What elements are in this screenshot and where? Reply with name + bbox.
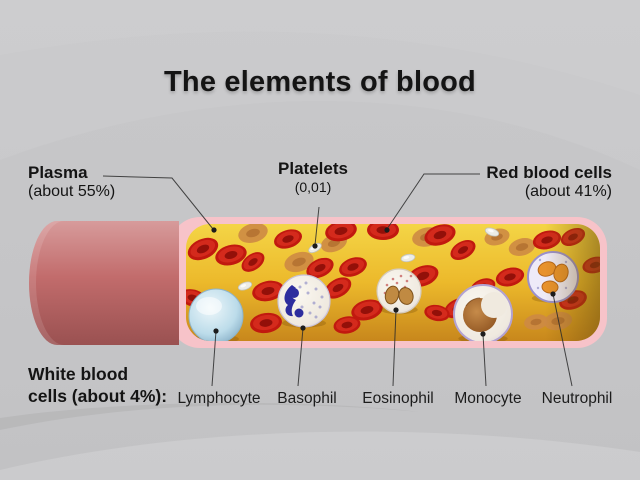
red-blood-cell (333, 316, 361, 334)
plasma-label-name: Plasma (28, 163, 88, 182)
red-blood-cell (450, 239, 476, 261)
platelets-leader-line (314, 206, 320, 246)
background-red-cell (524, 314, 548, 330)
leader-lines (102, 173, 573, 387)
red-blood-cells-label: Red blood cells (about 41%) (486, 163, 612, 202)
red-blood-cells-label-amount: (about 41%) (524, 183, 612, 201)
eosinophil-leader-line (392, 309, 397, 387)
neutrophil-leader-line (552, 293, 573, 387)
basophil-label: Basophil (277, 390, 337, 407)
red-blood-cell (215, 244, 247, 266)
red-blood-cell (252, 280, 284, 302)
background-red-cells-group (238, 224, 573, 331)
red-blood-cell (325, 224, 357, 242)
basophil-cell (277, 274, 331, 328)
platelet (237, 281, 253, 291)
red-blood-cells-label-name: Red blood cells (486, 163, 612, 182)
red-blood-cell (241, 252, 265, 272)
leader-dots (211, 227, 556, 337)
background-red-cell (238, 224, 268, 243)
red-blood-cell (250, 312, 282, 334)
platelets-label-amount: (0,01) (294, 179, 332, 196)
eosinophil-cell (376, 268, 422, 315)
red-blood-cell (424, 304, 450, 322)
lymphocyte-cell (188, 288, 244, 341)
monocyte-cell (453, 284, 513, 341)
white-blood-cells-label: White blood cells (about 4%): (28, 363, 167, 407)
vessel-wall (29, 221, 179, 345)
monocyte-leader-line (482, 333, 487, 387)
red-blood-cell (306, 257, 334, 279)
vessel-depth-shading (545, 224, 600, 341)
platelets-label-name: Platelets (278, 159, 348, 178)
red-blood-cell (424, 224, 456, 246)
basophil-leader-line (297, 327, 304, 387)
red-blood-cell (495, 267, 525, 287)
eosinophil-label: Eosinophil (362, 390, 434, 407)
plasma-label-amount: (about 55%) (28, 183, 116, 201)
white-blood-cells-label-line1: White blood (28, 364, 129, 384)
platelet (400, 253, 416, 263)
red-blood-cell (339, 257, 367, 277)
lymphocyte-leader-line (211, 330, 217, 387)
red-blood-cell (351, 299, 383, 321)
neutrophil-label: Neutrophil (541, 390, 613, 407)
plasma-label: Plasma (about 55%) (28, 163, 115, 202)
red-blood-cell (324, 277, 352, 299)
background-red-cell (508, 238, 536, 256)
red-blood-cells-leader-line (386, 173, 480, 230)
white-blood-cells-label-line2: cells (about 4%): (28, 386, 168, 406)
platelets-label: Platelets (0,01) (258, 159, 368, 196)
background-red-cell (284, 251, 314, 273)
monocyte-label: Monocyte (454, 390, 522, 407)
plasma-leader-line (102, 175, 214, 230)
platelet (484, 227, 500, 237)
lymphocyte-label: Lymphocyte (177, 390, 261, 407)
red-blood-cell (187, 237, 219, 261)
red-blood-cell (274, 229, 302, 249)
page-title: The elements of blood (164, 66, 476, 98)
